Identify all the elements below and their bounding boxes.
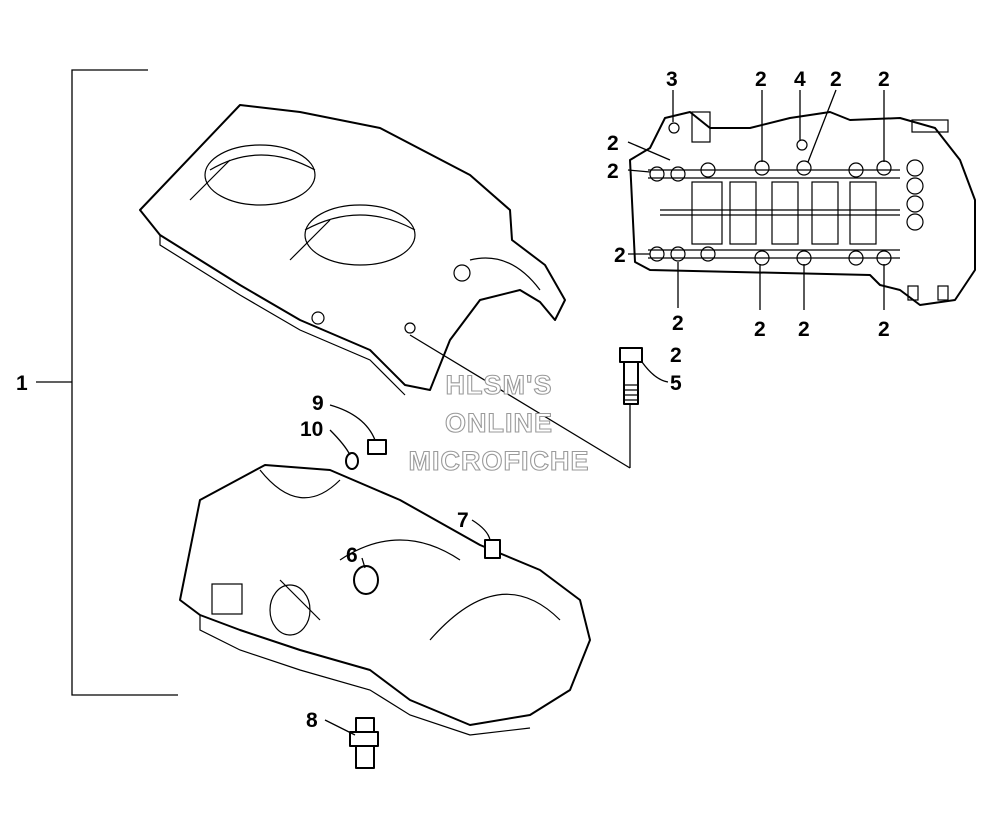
- leader-lines: [324, 89, 885, 736]
- bushing-part: [353, 565, 379, 595]
- callout-labels: 1 3 2 4 2 2 2 2 2 2 2 2 2 2 5 9 10 7 6 8: [16, 68, 890, 732]
- callout-2-left-a: 2: [607, 132, 619, 155]
- watermark-line-2: ONLINE: [445, 408, 553, 438]
- crankcase-face-view: [629, 111, 976, 306]
- callout-4: 4: [794, 68, 806, 91]
- callout-2-top-a: 2: [755, 68, 767, 91]
- watermark-line-3: MICROFICHE: [409, 446, 590, 476]
- callout-2-top-b: 2: [830, 68, 842, 91]
- washer-plug-parts: [345, 439, 387, 470]
- watermark: HLSM'S ONLINE MICROFICHE: [408, 369, 590, 476]
- bolt-part: [619, 347, 643, 405]
- callout-10: 10: [300, 418, 323, 441]
- callout-2-bolt: 2: [670, 344, 682, 367]
- callout-3: 3: [666, 68, 678, 91]
- callout-8: 8: [306, 709, 318, 732]
- callout-2-bottom-d: 2: [878, 318, 890, 341]
- assembly-bracket: [36, 69, 178, 696]
- dowel-part: [484, 539, 501, 559]
- callout-1: 1: [16, 372, 28, 395]
- watermark-line-1: HLSM'S: [446, 370, 553, 400]
- callout-2-left-b: 2: [607, 160, 619, 183]
- lower-crankcase: [179, 464, 591, 736]
- callout-2-bottom-b: 2: [754, 318, 766, 341]
- callout-9: 9: [312, 392, 324, 415]
- upper-crankcase: [139, 104, 566, 396]
- callout-2-left-c: 2: [614, 244, 626, 267]
- callout-5: 5: [670, 372, 682, 395]
- callout-6: 6: [346, 544, 358, 567]
- callout-2-bottom-a: 2: [672, 312, 684, 335]
- drain-fitting-part: [349, 717, 379, 769]
- callout-7: 7: [457, 509, 469, 532]
- callout-2-bottom-c: 2: [798, 318, 810, 341]
- callout-2-top-c: 2: [878, 68, 890, 91]
